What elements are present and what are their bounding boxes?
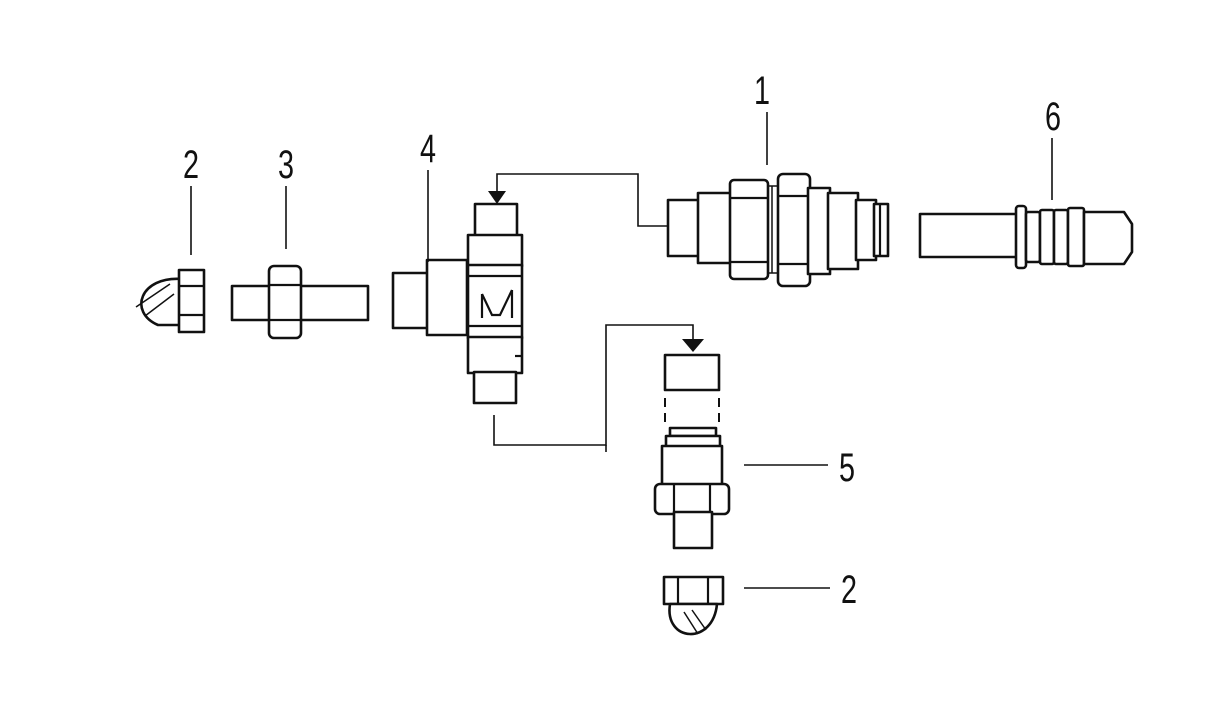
callout-3: 3	[278, 142, 294, 187]
assembly-path-upper	[488, 173, 668, 227]
callout-2-bottom: 2	[841, 567, 857, 612]
arrowhead-upper	[488, 191, 506, 204]
part-5-vertical-fitting	[653, 353, 731, 550]
callout-1: 1	[754, 68, 770, 113]
part-2-cap-bottom	[662, 575, 725, 636]
part-4-tee-body	[391, 202, 524, 405]
callout-6: 6	[1045, 94, 1061, 139]
callout-5: 5	[839, 445, 855, 490]
arrowhead-lower	[682, 339, 704, 352]
leader-lines	[190, 112, 1053, 589]
callout-2-left: 2	[183, 142, 199, 187]
callout-4: 4	[420, 126, 436, 171]
part-6-hose-tail	[918, 204, 1134, 270]
part-3-hex-union	[230, 264, 370, 340]
assembly-path-lower	[493, 324, 704, 452]
part-2-cap-left	[135, 268, 206, 334]
part-1-bulkhead-fitting	[666, 172, 890, 288]
